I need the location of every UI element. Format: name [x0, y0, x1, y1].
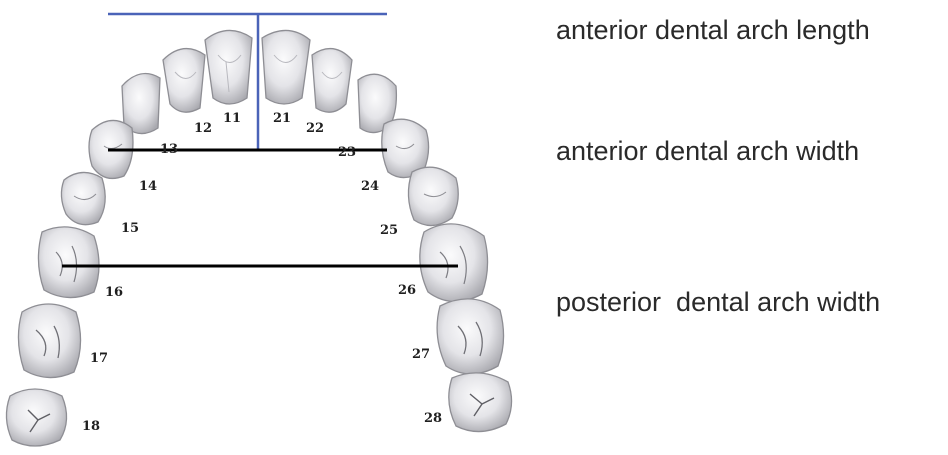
tooth-number-11: 11 [223, 111, 241, 126]
maxillary-arch-illustration: 11 12 13 14 15 16 17 18 21 22 23 24 25 2… [0, 0, 548, 455]
tooth-11 [205, 30, 252, 104]
tooth-21 [262, 30, 310, 104]
tooth-number-14: 14 [139, 179, 157, 194]
tooth-number-23: 23 [338, 145, 356, 160]
tooth-number-18: 18 [82, 419, 100, 434]
tooth-number-12: 12 [194, 121, 212, 136]
tooth-number-16: 16 [105, 285, 123, 300]
tooth-number-15: 15 [121, 221, 139, 236]
tooth-15 [61, 172, 105, 224]
tooth-22 [312, 49, 352, 113]
tooth-27 [437, 299, 503, 374]
tooth-18 [6, 389, 66, 446]
tooth-number-24: 24 [361, 179, 379, 194]
tooth-number-27: 27 [412, 347, 430, 362]
tooth-12 [163, 49, 205, 113]
tooth-26 [420, 224, 488, 302]
tooth-number-21: 21 [273, 111, 291, 126]
legend-anterior-arch-length: anterior dental arch length [556, 17, 870, 44]
legend-posterior-arch-width: posterior dental arch width [556, 289, 880, 316]
legend-anterior-arch-width: anterior dental arch width [556, 138, 859, 165]
tooth-number-22: 22 [306, 121, 324, 136]
tooth-number-25: 25 [380, 223, 398, 238]
tooth-number-17: 17 [90, 351, 108, 366]
tooth-17 [18, 304, 80, 378]
tooth-number-26: 26 [398, 283, 416, 298]
tooth-16 [38, 227, 99, 298]
tooth-25 [408, 167, 458, 225]
tooth-number-28: 28 [424, 411, 442, 426]
tooth-28 [449, 373, 512, 432]
tooth-number-13: 13 [160, 142, 178, 157]
